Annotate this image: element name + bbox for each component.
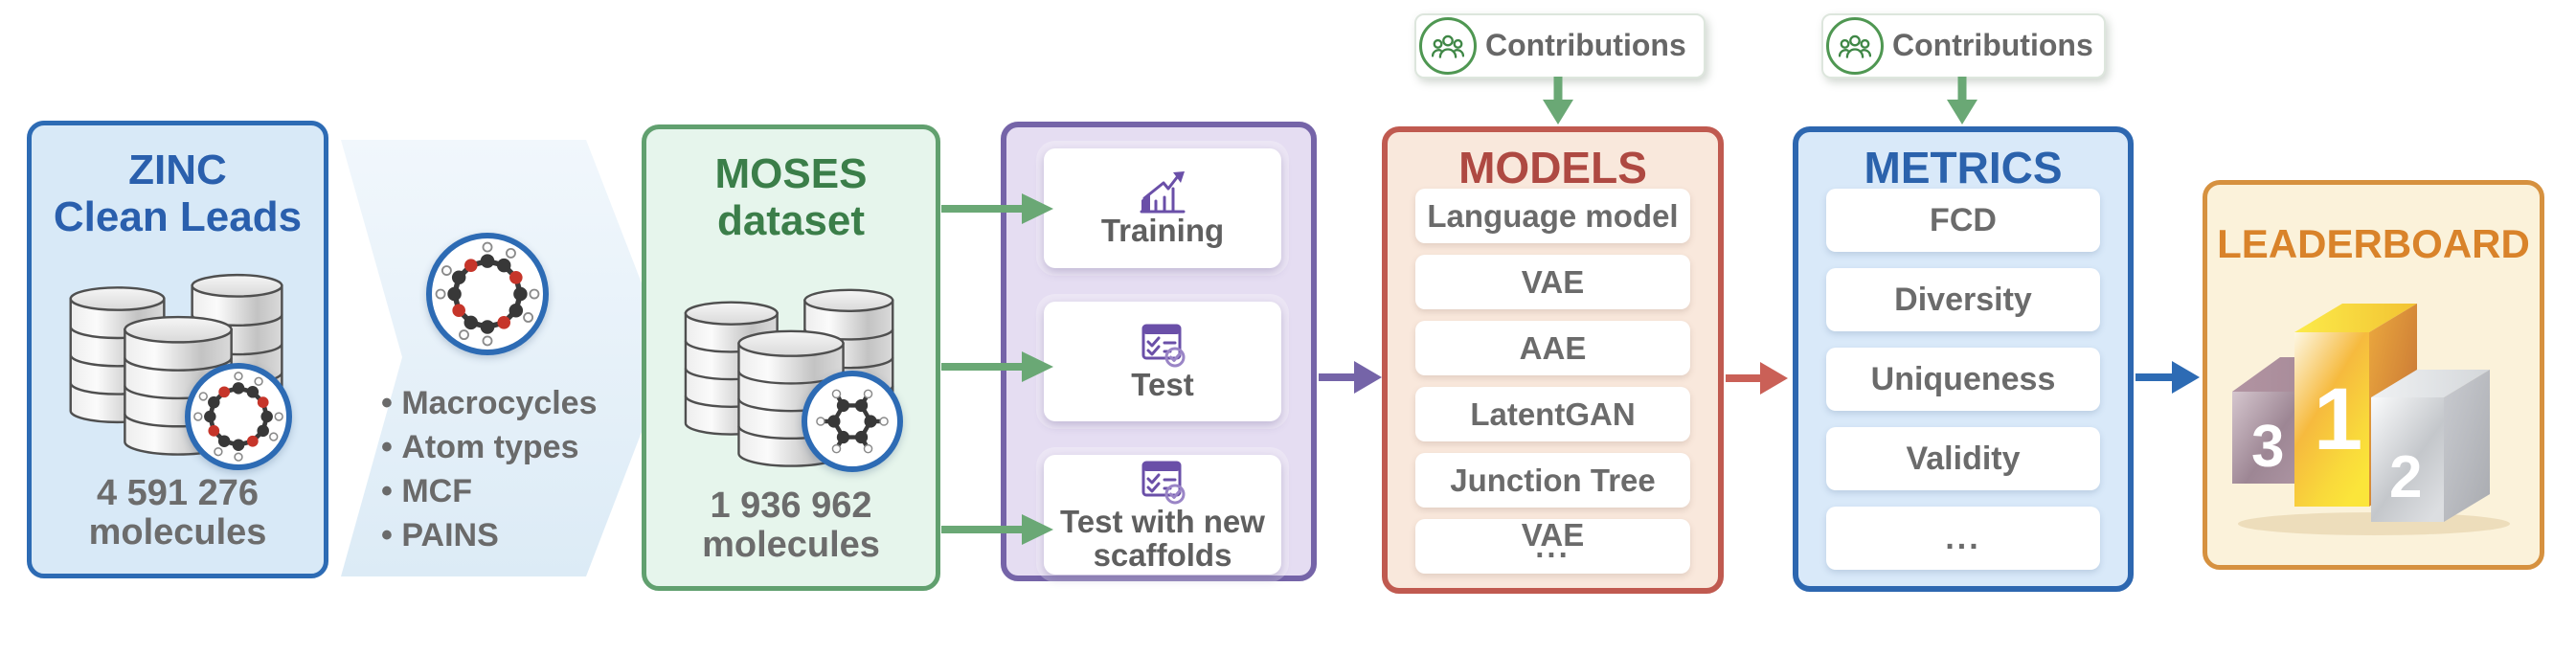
leaderboard-title: LEADERBOARD — [2217, 221, 2530, 266]
metric-item: Validity — [1826, 427, 2100, 490]
leaderboard-box: LEADERBOARD 3 1 2 — [2203, 180, 2544, 570]
model-item-more: ... — [1415, 519, 1690, 574]
split-card-label: Test — [1131, 367, 1194, 403]
zinc-title-line1: ZINC — [128, 147, 227, 193]
filter-list: Macrocycles Atom types MCF PAINS — [381, 381, 598, 557]
contributions-badge-models: Contributions — [1414, 13, 1706, 79]
macrocycle-molecule-icon — [185, 363, 292, 470]
models-box: MODELS Language model VAE AAE LatentGAN … — [1382, 126, 1724, 594]
metric-item-more: ... — [1826, 507, 2100, 570]
metrics-title: METRICS — [1864, 143, 2063, 192]
model-item: Junction Tree VAE — [1415, 453, 1690, 553]
checklist-icon — [1137, 321, 1188, 369]
podium-rank-1: 1 — [2314, 371, 2362, 468]
dataset-splits-box: Training Test Test with new scaffolds — [1001, 122, 1317, 581]
contributions-label: Contributions — [1485, 28, 1686, 62]
flow-arrow-leaderboard — [2135, 361, 2200, 394]
contributions-arrow-models — [1543, 77, 1573, 124]
podium-rank-2: 2 — [2389, 444, 2422, 510]
moses-title-line2: dataset — [716, 197, 866, 245]
moses-title-line1: MOSES — [714, 150, 868, 197]
macrocycle-molecule-icon — [426, 233, 549, 355]
model-item: AAE — [1415, 321, 1690, 375]
split-card-label: Training — [1100, 213, 1225, 249]
model-item: Language model — [1415, 189, 1690, 243]
moses-molecule-count: 1 936 962 molecules — [702, 485, 880, 565]
metric-item: Uniqueness — [1826, 348, 2100, 411]
split-card-training: Training — [1044, 148, 1281, 268]
contributions-label: Contributions — [1892, 28, 2093, 62]
filter-item: PAINS — [381, 513, 598, 557]
zinc-clean-leads-box: ZINC Clean Leads 4 591 276 molecules — [27, 121, 328, 578]
model-item: VAE — [1415, 255, 1690, 309]
flow-arrow-models — [1319, 361, 1382, 394]
moses-dataset-box: MOSES dataset 1 936 962 molecules — [642, 124, 940, 591]
contributions-badge-metrics: Contributions — [1821, 13, 2106, 79]
bar-chart-icon — [1138, 169, 1187, 215]
split-card-test: Test — [1044, 302, 1281, 421]
podium-icon: 3 1 2 — [2232, 304, 2510, 535]
split-card-test-scaffolds: Test with new scaffolds — [1044, 455, 1281, 575]
people-icon — [1826, 17, 1884, 75]
zinc-molecule-count: 4 591 276 molecules — [88, 472, 267, 553]
checklist-icon — [1137, 458, 1188, 506]
models-title: MODELS — [1458, 143, 1647, 192]
filter-item: MCF — [381, 469, 598, 513]
contributions-arrow-metrics — [1947, 77, 1977, 124]
metrics-box: METRICS FCD Diversity Uniqueness Validit… — [1793, 126, 2134, 592]
flow-arrow-metrics — [1726, 362, 1788, 395]
zinc-title-line2: Clean Leads — [53, 193, 303, 241]
split-card-label: Test with new scaffolds — [1060, 503, 1265, 573]
podium-rank-3: 3 — [2251, 414, 2284, 480]
moses-title: MOSES dataset — [646, 150, 936, 245]
filter-item: Atom types — [381, 425, 598, 469]
people-icon — [1419, 17, 1477, 75]
ring-molecule-icon — [802, 371, 903, 472]
metric-item: FCD — [1826, 189, 2100, 252]
models-list: Language model VAE AAE LatentGAN Junctio… — [1415, 189, 1690, 585]
zinc-title: ZINC Clean Leads — [32, 147, 324, 241]
metric-item: Diversity — [1826, 268, 2100, 331]
model-item: LatentGAN — [1415, 387, 1690, 441]
metrics-list: FCD Diversity Uniqueness Validity ... — [1826, 189, 2100, 586]
filter-item: Macrocycles — [381, 381, 597, 425]
